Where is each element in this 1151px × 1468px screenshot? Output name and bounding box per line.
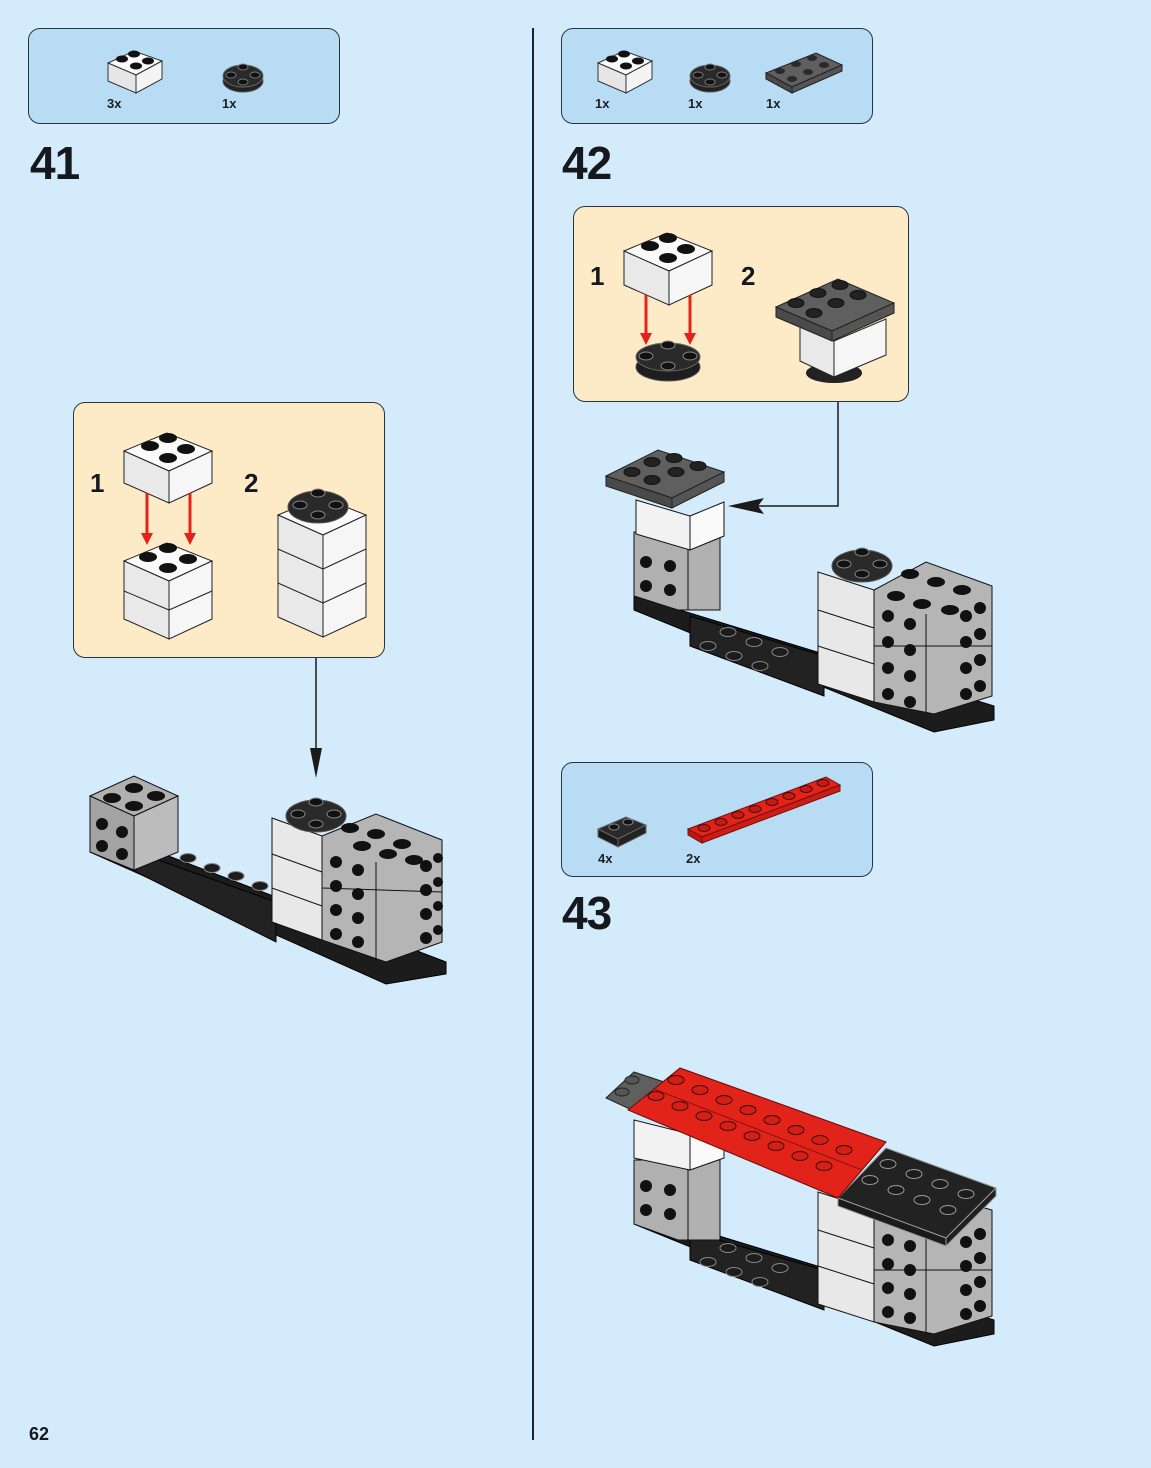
parts-list-step-41: 3x 1x	[28, 28, 340, 124]
part-round-plate-black-icon	[689, 63, 731, 93]
part-qty: 4x	[598, 851, 613, 866]
part-qty: 2x	[686, 851, 701, 866]
model-step-43	[605, 1067, 997, 1347]
step-number: 42	[562, 137, 612, 189]
substep-number: 1	[90, 468, 105, 498]
page-number: 62	[29, 1424, 50, 1444]
part-qty: 1x	[595, 96, 610, 111]
part-qty: 1x	[688, 96, 703, 111]
substep-2-illustration	[276, 488, 368, 638]
part-round-plate-black-icon	[222, 63, 264, 93]
placement-arrow	[728, 402, 839, 514]
substep-1-illustration	[122, 432, 214, 640]
parts-list-step-43: 4x 2x	[561, 762, 873, 877]
column-divider	[532, 28, 534, 1440]
model-step-42	[604, 449, 995, 733]
part-qty: 1x	[766, 96, 781, 111]
part-plate-1x8-rail-red-icon	[686, 776, 842, 844]
parts-list-step-42: 1x 1x 1x	[561, 28, 873, 124]
substep-number: 1	[590, 261, 605, 291]
step-number: 43	[562, 887, 612, 939]
part-brick-2x2-white-icon	[596, 50, 654, 94]
part-qty: 1x	[222, 96, 237, 111]
substep-number: 2	[741, 261, 756, 291]
sub-assembly-step-42: 1 2	[573, 206, 909, 402]
sub-assembly-step-41: 1 2	[73, 402, 385, 658]
part-plate-grille-black-icon	[596, 816, 648, 848]
placement-arrow	[310, 658, 322, 778]
substep-1-illustration	[622, 232, 714, 382]
substep-2-illustration	[774, 278, 896, 383]
part-brick-2x2-white-icon	[106, 50, 164, 94]
part-qty: 3x	[107, 96, 122, 111]
model-step-41	[88, 775, 447, 985]
step-number: 41	[30, 137, 80, 189]
substep-number: 2	[244, 468, 259, 498]
part-plate-2x3-dark-gray-icon	[764, 52, 844, 94]
